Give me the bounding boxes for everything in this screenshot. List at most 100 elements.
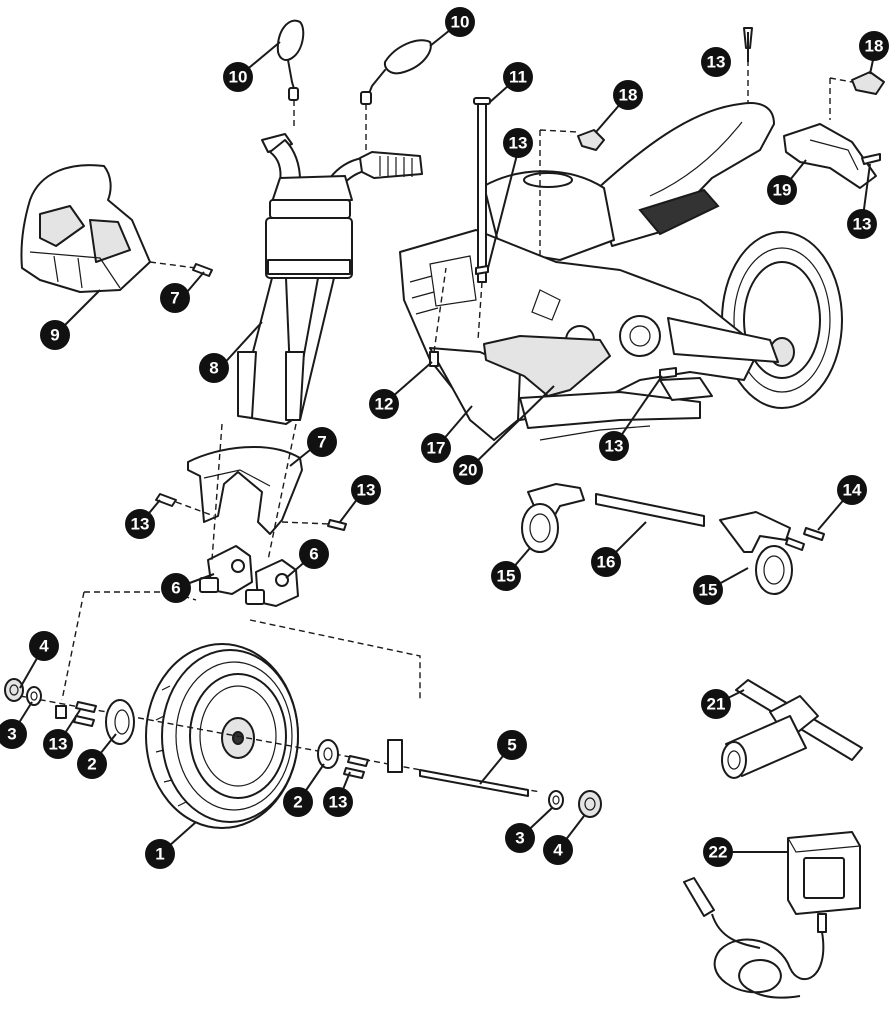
license-plate-bracket [783,123,877,189]
callout-17: 17 [421,433,451,463]
callout-6-right: 6 [299,539,329,569]
support-bar [595,493,705,527]
handlebar-fork-assembly [237,133,423,425]
svg-text:13: 13 [329,793,348,812]
svg-text:18: 18 [865,37,884,56]
svg-text:12: 12 [375,395,394,414]
axle [419,769,529,797]
callout-7-fairing: 7 [160,283,190,313]
screw-body-lower [659,367,677,379]
svg-text:13: 13 [707,53,726,72]
screw-training [803,527,825,541]
callout-10-right: 10 [445,7,475,37]
svg-text:9: 9 [50,326,59,345]
callout-21: 21 [701,689,731,719]
callout-2-right: 2 [283,787,313,817]
screw-body-top [475,265,489,275]
nut-right [578,790,602,818]
caliper-left [199,545,253,595]
left-mirror [276,19,305,101]
callout-1: 1 [145,839,175,869]
svg-text:5: 5 [507,736,516,755]
training-wheel-right [719,511,793,595]
callout-15-left: 15 [491,561,521,591]
front-fender [187,445,303,535]
svg-text:1: 1 [155,845,164,864]
screw-fender-right [327,519,347,531]
callout-13-fender-left: 13 [125,509,155,539]
t-wrench [721,679,863,779]
svg-text:13: 13 [357,481,376,500]
caliper-right [245,559,299,607]
svg-text:10: 10 [451,13,470,32]
callout-19: 19 [767,175,797,205]
screw-training-2 [785,537,805,551]
callout-12: 12 [369,389,399,419]
callout-13-fender-right: 13 [351,475,381,505]
callout-3-left: 3 [0,719,27,749]
svg-text:6: 6 [309,545,318,564]
svg-text:13: 13 [49,735,68,754]
callout-13-body-lower: 13 [599,431,629,461]
screw-fairing [192,263,213,277]
svg-text:2: 2 [293,793,302,812]
callout-4-left: 4 [29,631,59,661]
screws-hub-right [343,755,369,779]
svg-text:20: 20 [459,461,478,480]
svg-text:21: 21 [707,695,726,714]
callout-22: 22 [703,837,733,867]
svg-text:18: 18 [619,86,638,105]
svg-text:3: 3 [7,725,16,744]
washer-right [548,790,564,810]
callout-16: 16 [591,547,621,577]
svg-text:4: 4 [553,841,563,860]
washer-left [26,686,42,706]
callout-11: 11 [503,62,533,92]
screw-bracket [861,153,881,165]
svg-text:15: 15 [699,581,718,600]
callout-18-body: 18 [613,80,643,110]
svg-text:22: 22 [709,843,728,862]
hub-cap-left [105,699,135,745]
callout-10-left: 10 [223,62,253,92]
callout-13-seat: 13 [701,47,731,77]
charger [683,831,861,999]
svg-text:13: 13 [853,215,872,234]
callout-18-right: 18 [859,31,889,61]
callout-8: 8 [199,353,229,383]
callout-4-right: 4 [543,835,573,865]
callout-14: 14 [837,475,867,505]
callout-2-left: 2 [77,749,107,779]
callout-13-bracket: 13 [847,209,877,239]
callout-9: 9 [40,320,70,350]
callout-13-hub-left: 13 [43,729,73,759]
svg-text:11: 11 [509,68,527,87]
callout-20: 20 [453,455,483,485]
svg-text:19: 19 [773,181,792,200]
training-wheel-left [521,483,585,553]
rear-light-body [577,129,605,151]
callout-13-hub-right: 13 [323,787,353,817]
svg-text:2: 2 [87,755,96,774]
svg-text:3: 3 [515,829,524,848]
callout-6-left: 6 [161,573,191,603]
callout-5: 5 [497,730,527,760]
svg-text:16: 16 [597,553,616,572]
callout-15-right: 15 [693,575,723,605]
svg-text:14: 14 [843,481,862,500]
callout-13-body-top: 13 [503,128,533,158]
svg-text:7: 7 [317,433,326,452]
rear-light [851,71,885,95]
svg-text:15: 15 [497,567,516,586]
svg-text:4: 4 [39,637,49,656]
svg-text:13: 13 [131,515,150,534]
callout-3-right: 3 [505,823,535,853]
svg-text:8: 8 [209,359,218,378]
nut-left [4,678,24,702]
side-panel [483,335,611,397]
screw-fender-left [155,493,177,507]
svg-text:6: 6 [171,579,180,598]
svg-text:13: 13 [605,437,624,456]
front-fairing [20,164,151,293]
